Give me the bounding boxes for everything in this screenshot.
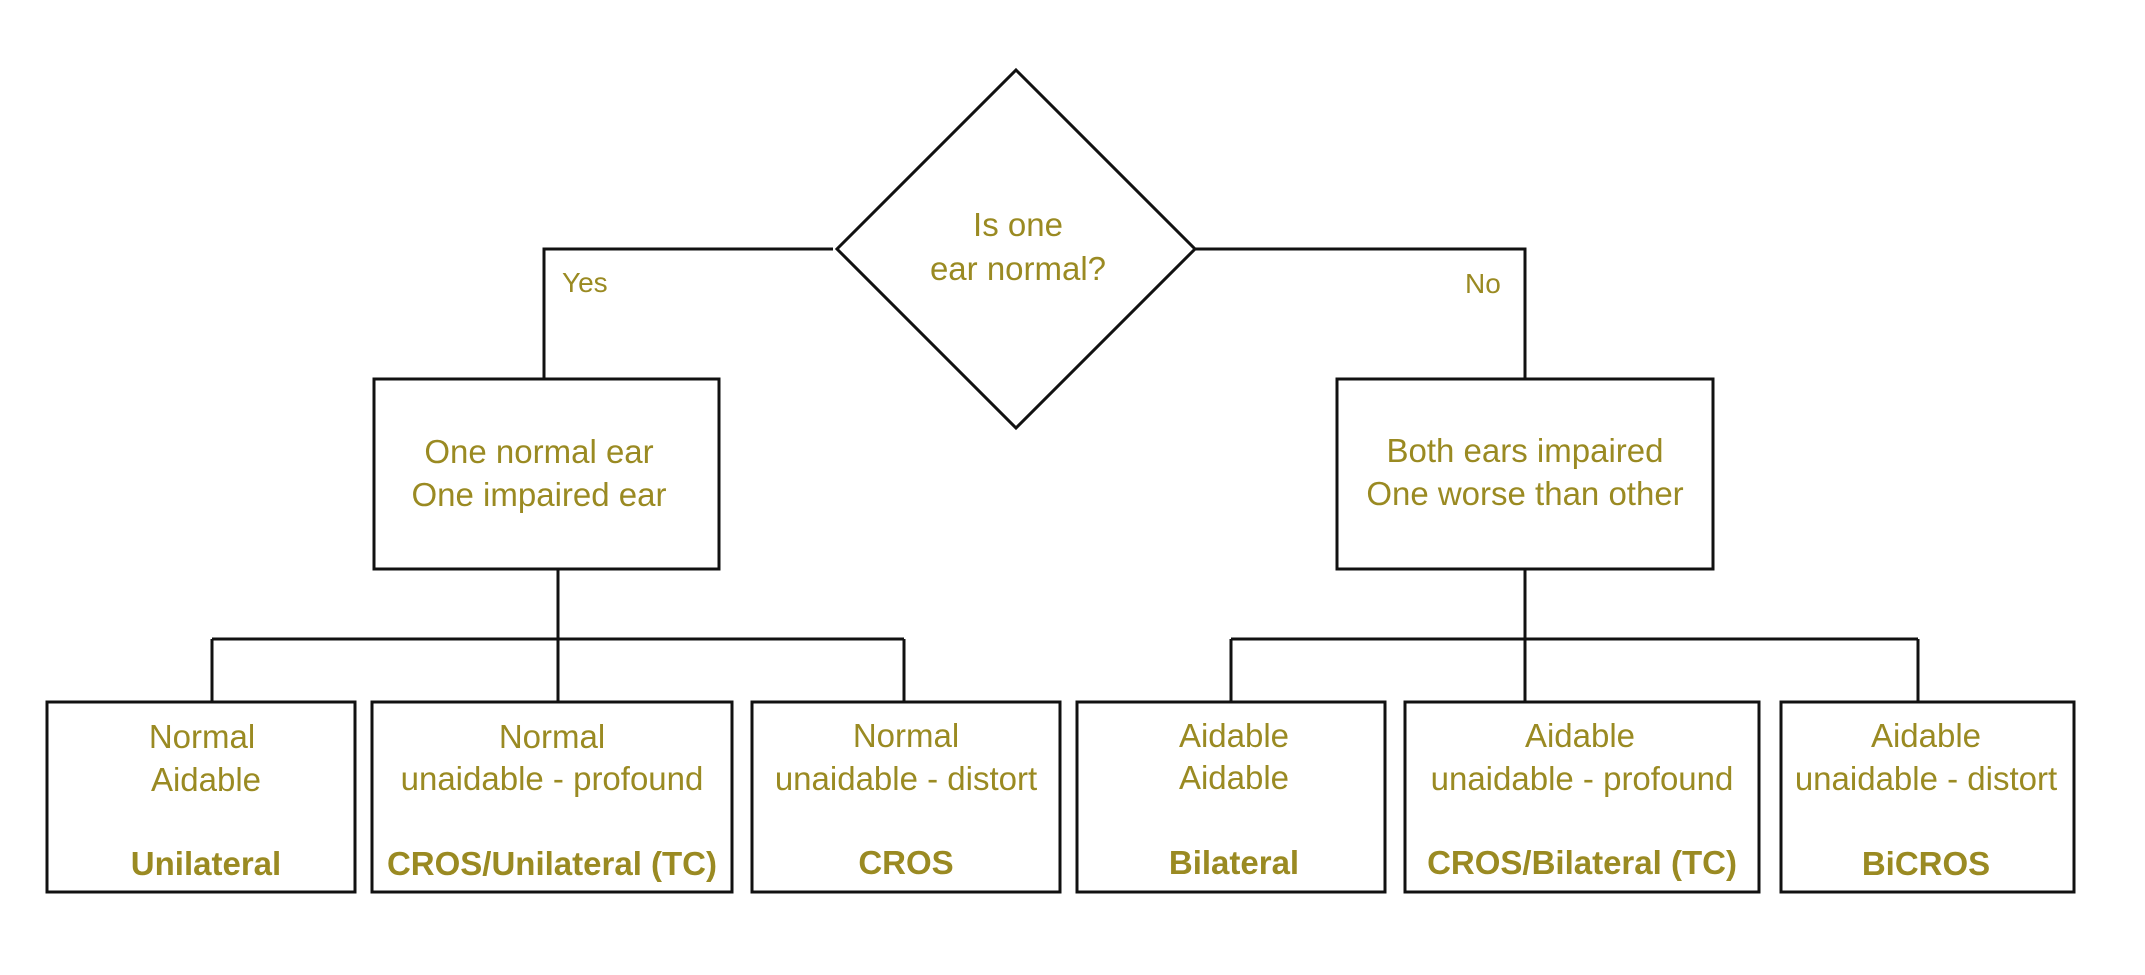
mid-right-line1: Both ears impaired <box>1387 432 1664 469</box>
leaf-3-line2: unaidable - distort <box>775 760 1037 797</box>
leaf-node-4: Aidable Aidable Bilateral <box>1075 700 1387 894</box>
mid-node-left: One normal ear One impaired ear <box>372 377 721 571</box>
leaf-box-1 <box>45 700 357 894</box>
leaf-5-result: CROS/Bilateral (TC) <box>1427 844 1737 881</box>
leaf-6-result: BiCROS <box>1862 845 1990 882</box>
decision-label-line1: Is one <box>973 206 1063 243</box>
leaf-4-result: Bilateral <box>1169 844 1299 881</box>
leaf-5-line2: unaidable - profound <box>1431 760 1734 797</box>
mid-right-line2: One worse than other <box>1366 475 1683 512</box>
leaf-3-result: CROS <box>858 844 953 881</box>
mid-left-line2: One impaired ear <box>412 476 667 513</box>
leaf-box-5 <box>1403 700 1761 894</box>
leaf-box-2 <box>370 700 734 894</box>
leaf-5-line1: Aidable <box>1525 717 1635 754</box>
leaf-6-line2: unaidable - distort <box>1795 760 2057 797</box>
leaf-node-3: Normal unaidable - distort CROS <box>750 700 1062 894</box>
leaf-4-line2: Aidable <box>1179 759 1289 796</box>
branch-label-yes: Yes <box>562 267 608 298</box>
mid-box-right <box>1335 377 1715 571</box>
mid-node-right: Both ears impaired One worse than other <box>1335 377 1715 571</box>
decision-label-line2: ear normal? <box>930 250 1106 287</box>
decision-diamond <box>834 67 1198 431</box>
leaf-6-line1: Aidable <box>1871 717 1981 754</box>
connectors <box>210 247 1920 701</box>
leaf-2-result: CROS/Unilateral (TC) <box>387 845 717 882</box>
branch-label-no: No <box>1465 268 1501 299</box>
leaf-1-line1: Normal <box>149 718 255 755</box>
leaf-2-line1: Normal <box>499 718 605 755</box>
connector-decision-to-left <box>542 247 833 378</box>
mid-left-line1: One normal ear <box>424 433 653 470</box>
connector-decision-to-right <box>1193 247 1527 378</box>
leaf-3-line1: Normal <box>853 717 959 754</box>
mid-box-left <box>372 377 721 571</box>
leaf-box-4 <box>1075 700 1387 894</box>
leaf-node-2: Normal unaidable - profound CROS/Unilate… <box>370 700 734 894</box>
leaf-1-line2: Aidable <box>151 761 261 798</box>
leaf-1-result: Unilateral <box>131 845 281 882</box>
leaf-node-5: Aidable unaidable - profound CROS/Bilate… <box>1403 700 1761 894</box>
leaf-node-6: Aidable unaidable - distort BiCROS <box>1779 700 2076 894</box>
leaf-2-line2: unaidable - profound <box>401 760 704 797</box>
leaf-box-6 <box>1779 700 2076 894</box>
leaf-box-3 <box>750 700 1062 894</box>
decision-node: Is one ear normal? <box>834 67 1198 431</box>
leaf-4-line1: Aidable <box>1179 717 1289 754</box>
leaf-node-1: Normal Aidable Unilateral <box>45 700 357 894</box>
